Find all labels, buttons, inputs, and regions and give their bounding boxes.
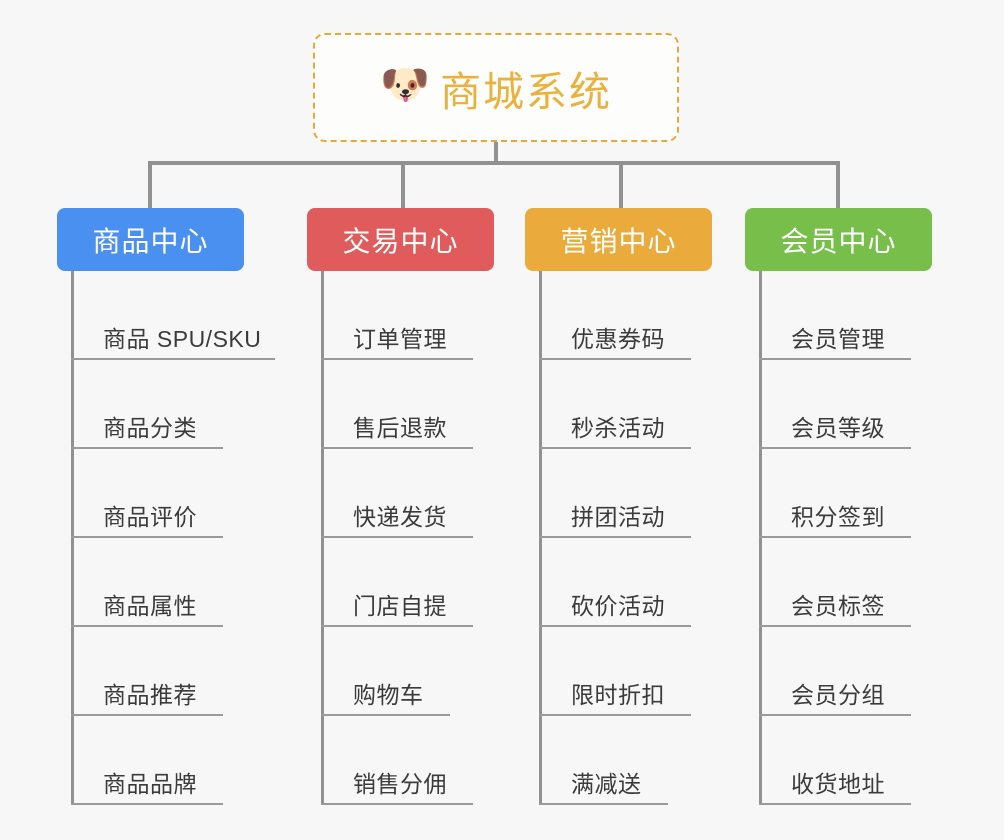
leaf-item-label: 满减送 <box>571 770 642 797</box>
branch-items-1: 商品 SPU/SKU 商品分类商品评价商品属性商品推荐商品品牌 <box>57 271 275 805</box>
leaf-item-label: 砍价活动 <box>571 592 665 619</box>
leaf-item-label: 快递发货 <box>353 503 447 530</box>
leaf-item[interactable]: 限时折扣 <box>525 627 712 716</box>
leaf-item-underline <box>539 358 691 360</box>
connector-drop-4 <box>836 161 840 208</box>
connector-horizontal-bus <box>148 161 836 165</box>
leaf-item-label: 商品评价 <box>103 503 197 530</box>
leaf-item-label: 商品品牌 <box>103 770 197 797</box>
branch-column-2: 交易中心订单管理售后退款快递发货门店自提购物车销售分佣 <box>307 208 494 805</box>
connector-spine-4 <box>759 271 762 805</box>
leaf-item[interactable]: 砍价活动 <box>525 538 712 627</box>
leaf-item[interactable]: 购物车 <box>307 627 494 716</box>
leaf-item-underline <box>321 625 473 627</box>
branch-items-3: 优惠券码秒杀活动拼团活动砍价活动限时折扣满减送 <box>525 271 712 805</box>
leaf-item-underline <box>539 714 691 716</box>
leaf-item-label: 销售分佣 <box>353 770 447 797</box>
leaf-item[interactable]: 秒杀活动 <box>525 360 712 449</box>
leaf-item-underline <box>321 536 473 538</box>
branch-column-3: 营销中心优惠券码秒杀活动拼团活动砍价活动限时折扣满减送 <box>525 208 712 805</box>
leaf-item-underline <box>71 714 223 716</box>
leaf-item-label: 订单管理 <box>353 325 447 352</box>
branch-header-2[interactable]: 交易中心 <box>307 208 494 271</box>
leaf-item[interactable]: 积分签到 <box>745 449 932 538</box>
leaf-item[interactable]: 商品品牌 <box>57 716 244 805</box>
leaf-item[interactable]: 售后退款 <box>307 360 494 449</box>
leaf-item-underline <box>71 536 223 538</box>
branch-column-4: 会员中心会员管理会员等级积分签到会员标签会员分组收货地址 <box>745 208 932 805</box>
leaf-item-underline <box>71 803 223 805</box>
leaf-item-label: 积分签到 <box>791 503 885 530</box>
leaf-item-label: 商品分类 <box>103 414 197 441</box>
leaf-item-label: 商品推荐 <box>103 681 197 708</box>
leaf-item-label: 会员分组 <box>791 681 885 708</box>
leaf-item[interactable]: 收货地址 <box>745 716 932 805</box>
leaf-item-underline <box>71 358 275 360</box>
leaf-item[interactable]: 商品分类 <box>57 360 244 449</box>
leaf-item[interactable]: 优惠券码 <box>525 271 712 360</box>
connector-drop-2 <box>401 161 405 208</box>
branch-header-3[interactable]: 营销中心 <box>525 208 712 271</box>
leaf-item-underline <box>321 803 473 805</box>
leaf-item[interactable]: 会员标签 <box>745 538 932 627</box>
root-title: 商城系统 <box>440 68 612 115</box>
leaf-item[interactable]: 会员等级 <box>745 360 932 449</box>
branch-items-4: 会员管理会员等级积分签到会员标签会员分组收货地址 <box>745 271 932 805</box>
leaf-item-underline <box>71 625 223 627</box>
branch-column-1: 商品中心商品 SPU/SKU 商品分类商品评价商品属性商品推荐商品品牌 <box>57 208 275 805</box>
leaf-item-underline <box>759 447 911 449</box>
leaf-item-label: 会员标签 <box>791 592 885 619</box>
leaf-item-underline <box>759 536 911 538</box>
connector-root-stem <box>494 142 498 165</box>
leaf-item-label: 会员管理 <box>791 325 885 352</box>
leaf-item-underline <box>71 447 223 449</box>
leaf-item-label: 购物车 <box>353 681 424 708</box>
connector-spine-3 <box>539 271 542 805</box>
leaf-item[interactable]: 会员分组 <box>745 627 932 716</box>
leaf-item[interactable]: 商品评价 <box>57 449 244 538</box>
branch-header-4[interactable]: 会员中心 <box>745 208 932 271</box>
leaf-item-label: 门店自提 <box>353 592 447 619</box>
leaf-item-label: 拼团活动 <box>571 503 665 530</box>
leaf-item-underline <box>759 803 911 805</box>
leaf-item[interactable]: 会员管理 <box>745 271 932 360</box>
leaf-item-underline <box>759 714 911 716</box>
root-node[interactable]: 🐶 商城系统 <box>313 33 679 142</box>
leaf-item[interactable]: 快递发货 <box>307 449 494 538</box>
leaf-item[interactable]: 商品属性 <box>57 538 244 627</box>
leaf-item-underline <box>759 358 911 360</box>
leaf-item[interactable]: 商品 SPU/SKU <box>57 271 275 360</box>
connector-spine-2 <box>321 271 324 805</box>
leaf-item-underline <box>539 625 691 627</box>
leaf-item[interactable]: 销售分佣 <box>307 716 494 805</box>
connector-spine-1 <box>71 271 74 805</box>
dog-face-icon: 🐶 <box>380 62 430 107</box>
branch-header-1[interactable]: 商品中心 <box>57 208 244 271</box>
leaf-item-underline <box>321 358 473 360</box>
leaf-item-label: 会员等级 <box>791 414 885 441</box>
leaf-item-label: 收货地址 <box>791 770 885 797</box>
leaf-item[interactable]: 订单管理 <box>307 271 494 360</box>
leaf-item-underline <box>539 447 691 449</box>
leaf-item[interactable]: 拼团活动 <box>525 449 712 538</box>
leaf-item-label: 商品 SPU/SKU <box>103 325 262 352</box>
branch-items-2: 订单管理售后退款快递发货门店自提购物车销售分佣 <box>307 271 494 805</box>
leaf-item-label: 秒杀活动 <box>571 414 665 441</box>
leaf-item[interactable]: 满减送 <box>525 716 712 805</box>
leaf-item[interactable]: 门店自提 <box>307 538 494 627</box>
leaf-item-label: 优惠券码 <box>571 325 665 352</box>
connector-drop-3 <box>619 161 623 208</box>
leaf-item-label: 售后退款 <box>353 414 447 441</box>
leaf-item-underline <box>539 803 668 805</box>
leaf-item-underline <box>321 447 473 449</box>
leaf-item-underline <box>759 625 911 627</box>
connector-drop-1 <box>148 161 152 208</box>
leaf-item-underline <box>539 536 691 538</box>
leaf-item-underline <box>321 714 450 716</box>
leaf-item[interactable]: 商品推荐 <box>57 627 244 716</box>
leaf-item-label: 商品属性 <box>103 592 197 619</box>
leaf-item-label: 限时折扣 <box>571 681 665 708</box>
